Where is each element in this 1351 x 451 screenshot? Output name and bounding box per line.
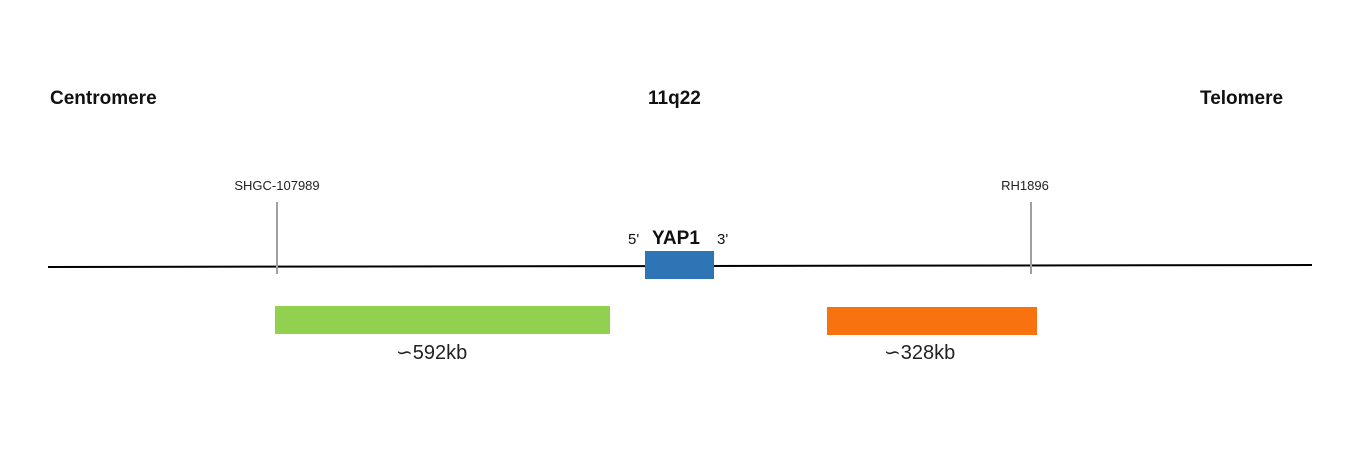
gene-label: YAP1 [652, 228, 700, 249]
marker-label-right: RH1896 [1001, 178, 1049, 193]
right-probe-bar [827, 307, 1037, 335]
centromere-label: Centromere [50, 88, 157, 109]
right-probe-size-label: ∽328kb [884, 342, 956, 364]
yap1-gene-box [645, 251, 714, 279]
left-probe-size-label: ∽592kb [396, 342, 468, 364]
telomere-label: Telomere [1200, 88, 1284, 109]
three-prime-label: 3' [717, 231, 729, 248]
region-label: 11q22 [648, 88, 701, 109]
left-probe-bar [275, 306, 610, 334]
marker-label-left: SHGC-107989 [234, 178, 320, 193]
five-prime-label: 5' [628, 231, 640, 248]
